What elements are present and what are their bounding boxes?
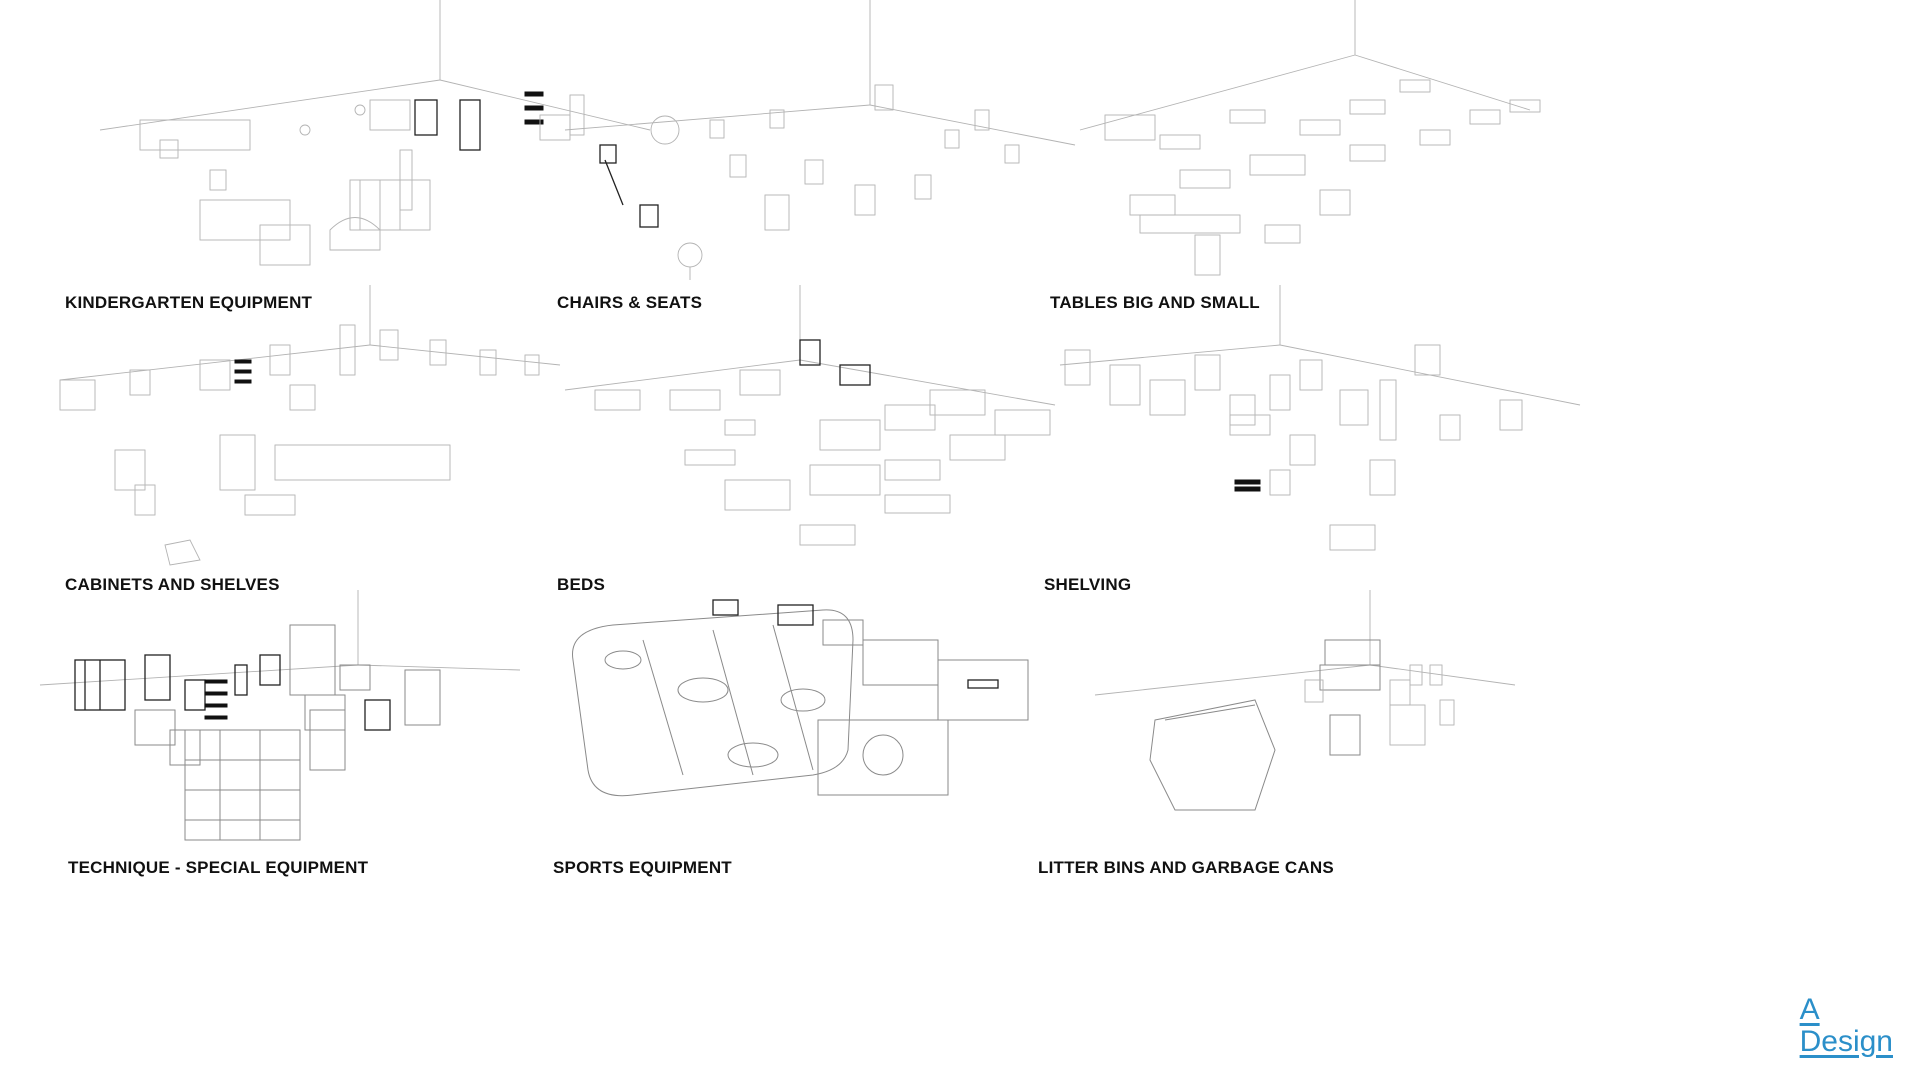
kindergarten-equipment-drawing (99, 0, 651, 266)
tile-label: SPORTS EQUIPMENT (553, 858, 732, 877)
tile-kindergarten-equipment: KINDERGARTEN EQUIPMENT (60, 0, 660, 340)
tile-sports-equipment: SPORTS EQUIPMENT (553, 570, 1153, 910)
tile-shelving: SHELVING (1040, 285, 1640, 625)
a-design-logo: A Design (1800, 994, 1893, 1057)
tile-label: CABINETS AND SHELVES (65, 575, 280, 594)
technique-special-equipment-drawing (39, 590, 521, 841)
tile-label: TECHNIQUE - SPECIAL EQUIPMENT (68, 858, 369, 877)
shelving-drawing (1059, 285, 1581, 551)
tile-litter-bins: LITTER BINS AND GARBAGE CANS (1035, 570, 1635, 910)
tile-tables: TABLES BIG AND SMALL (1050, 0, 1650, 340)
tile-label: BEDS (557, 575, 606, 594)
tables-drawing (1079, 0, 1541, 276)
sports-equipment-drawing (572, 599, 1029, 797)
chairs-seats-drawing (564, 0, 1076, 280)
logo-line-1: A (1799, 993, 1820, 1026)
tile-label: LITTER BINS AND GARBAGE CANS (1038, 858, 1334, 877)
tile-label: CHAIRS & SEATS (557, 293, 703, 312)
cabinets-shelves-drawing (59, 285, 561, 566)
beds-drawing (564, 285, 1056, 546)
tile-label: KINDERGARTEN EQUIPMENT (65, 293, 313, 312)
litter-bins-drawing (1094, 590, 1516, 811)
tile-chairs-seats: CHAIRS & SEATS (555, 0, 1155, 340)
tile-label: SHELVING (1044, 575, 1132, 594)
logo-line-2: Design (1799, 1024, 1893, 1058)
tile-cabinets-shelves: CABINETS AND SHELVES (59, 285, 660, 625)
tile-technique-special-equipment: TECHNIQUE - SPECIAL EQUIPMENT (39, 570, 640, 910)
tile-label: TABLES BIG AND SMALL (1050, 293, 1260, 312)
tile-beds: BEDS (555, 285, 1155, 625)
